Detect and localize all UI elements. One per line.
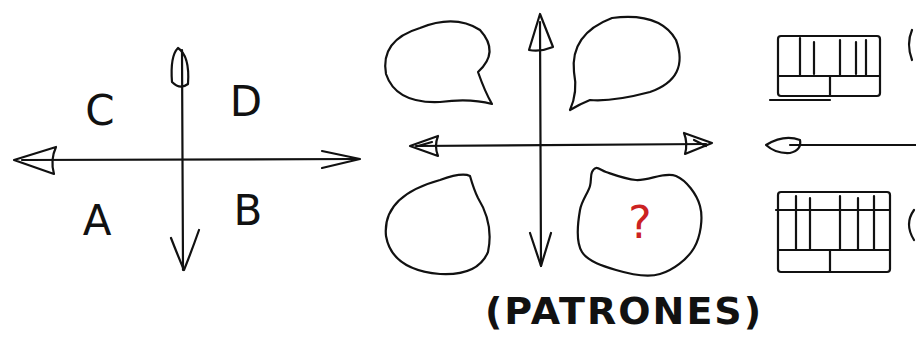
arrow-head bbox=[322, 151, 360, 168]
axis-line bbox=[416, 144, 706, 146]
quadrant-letter: D bbox=[230, 77, 262, 126]
partial-shape bbox=[909, 30, 912, 60]
axis-line bbox=[540, 22, 541, 266]
partial-shape bbox=[909, 210, 914, 240]
blob-path bbox=[578, 168, 702, 276]
arrow-head bbox=[171, 230, 199, 270]
arrow-head bbox=[530, 233, 551, 266]
arrow-head bbox=[14, 147, 56, 174]
node-text: ? bbox=[628, 197, 651, 248]
arrow-head bbox=[172, 48, 189, 87]
blob-shape bbox=[385, 21, 492, 104]
blob-node: ? bbox=[576, 166, 704, 278]
arrow-head bbox=[684, 133, 712, 154]
quadrant-letter: C bbox=[85, 86, 114, 135]
table-lines bbox=[770, 38, 880, 100]
arrow-head bbox=[766, 138, 800, 153]
axis-line bbox=[182, 50, 183, 270]
caption-word: (PATRONES) bbox=[485, 289, 763, 333]
quadrant-letter: A bbox=[83, 196, 112, 245]
blob-shape bbox=[570, 17, 680, 110]
blob-shape bbox=[386, 175, 490, 274]
quadrant-letter: B bbox=[234, 186, 263, 235]
arrow-head bbox=[529, 14, 553, 51]
axis-line bbox=[790, 144, 916, 146]
table-lines bbox=[776, 196, 890, 272]
axis-line bbox=[22, 159, 356, 160]
arrow-head bbox=[410, 136, 438, 156]
